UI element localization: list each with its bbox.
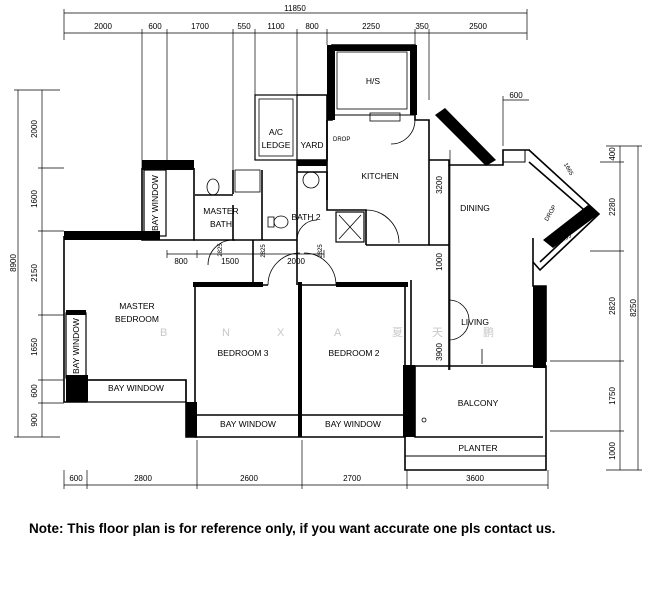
inner-dim-1500: 1500 xyxy=(221,257,239,266)
top-dim-1: 2000 xyxy=(94,22,112,31)
overall-depth-dim: 8900 xyxy=(9,254,18,272)
room-label-bay-window-left: BAY WINDOW xyxy=(71,318,81,374)
dimension-lines xyxy=(14,9,642,489)
inner-dim-2825-a: 2825 xyxy=(218,243,224,257)
toilet-bath-2 xyxy=(273,215,289,229)
room-label-ac-ledge-1: A/C xyxy=(269,127,283,137)
inner-dim-2825-b: 2825 xyxy=(261,244,267,258)
top-dim-4: 550 xyxy=(237,22,251,31)
right-dim-5: 1000 xyxy=(608,442,617,460)
thick-walls xyxy=(64,45,599,437)
wash-basin xyxy=(267,216,275,228)
overall-right-depth-dim: 8250 xyxy=(629,299,638,317)
watermark-char-5: 夏 xyxy=(392,326,403,339)
room-label-dining: DINING xyxy=(460,203,490,213)
bottom-dim-2: 2800 xyxy=(134,474,152,483)
room-label-master-bath-2: BATH xyxy=(210,219,232,229)
inner-dim-3200: 3200 xyxy=(435,176,444,194)
balcony-drain xyxy=(421,417,427,423)
drop-label-dining: DROP xyxy=(544,204,558,222)
right-dim-2: 2280 xyxy=(608,198,617,216)
room-label-bay-window-bottom-left: BAY WINDOW xyxy=(108,383,164,393)
room-label-master-bedroom-2: BEDROOM xyxy=(115,314,159,324)
right-dim-1: 400 xyxy=(608,147,617,161)
room-label-planter: PLANTER xyxy=(458,443,497,453)
top-dim-3: 1700 xyxy=(191,22,209,31)
bottom-dim-5: 3600 xyxy=(466,474,484,483)
inner-dim-600: 600 xyxy=(509,91,523,100)
left-dim-6: 900 xyxy=(30,413,39,427)
room-label-master-bath-1: MASTER xyxy=(203,206,238,216)
room-label-yard: YARD xyxy=(301,140,324,150)
watermark-char-6: 天 xyxy=(432,327,443,339)
watermark-char-7: 鹏 xyxy=(483,326,494,339)
overall-width-dim: 11850 xyxy=(284,4,306,13)
room-label-living: LIVING xyxy=(461,317,489,327)
bottom-dim-1: 600 xyxy=(69,474,83,483)
top-dim-7: 2250 xyxy=(362,22,380,31)
inner-dim-2825-c: 2825 xyxy=(318,244,324,258)
door-swings xyxy=(207,119,470,341)
room-label-balcony: BALCONY xyxy=(458,398,499,408)
toilet-master-bath xyxy=(206,178,220,196)
kitchen-counter-fixture xyxy=(369,112,401,122)
sink-bath-2 xyxy=(302,171,320,189)
right-dim-4: 1750 xyxy=(608,387,617,405)
watermark-char-4: A xyxy=(334,327,342,339)
shower-x-2 xyxy=(338,214,362,240)
top-dim-6: 800 xyxy=(305,22,319,31)
room-label-ac-ledge-2: LEDGE xyxy=(262,140,291,150)
inner-dim-800: 800 xyxy=(174,257,188,266)
room-label-bay-window-mb: BAY WINDOW xyxy=(150,175,160,231)
room-label-kitchen: KITCHEN xyxy=(361,171,398,181)
left-dim-4: 1650 xyxy=(30,338,39,356)
room-label-bedroom-2: BEDROOM 2 xyxy=(328,348,379,358)
disclaimer-note: Note: This floor plan is for reference o… xyxy=(29,521,556,536)
inner-dim-1665: 1665 xyxy=(562,162,574,177)
left-dim-2: 1600 xyxy=(30,190,39,208)
watermark: B N X A 夏 天 鹏 xyxy=(160,326,494,339)
room-label-master-bedroom-1: MASTER xyxy=(119,301,154,311)
top-dim-2: 600 xyxy=(148,22,162,31)
room-label-bath-2: BATH 2 xyxy=(291,212,320,222)
room-label-bay-window-br3: BAY WINDOW xyxy=(220,419,276,429)
left-dim-3: 2150 xyxy=(30,264,39,282)
top-dim-5: 1100 xyxy=(267,22,285,31)
watermark-char-3: X xyxy=(277,327,285,339)
room-label-bedroom-3: BEDROOM 3 xyxy=(217,348,268,358)
bottom-dim-3: 2600 xyxy=(240,474,258,483)
watermark-char-2: N xyxy=(222,327,230,339)
drop-label-yard: DROP xyxy=(333,137,350,143)
right-dim-3: 2820 xyxy=(608,297,617,315)
watermark-char-1: B xyxy=(160,327,167,339)
left-dim-1: 2000 xyxy=(30,120,39,138)
left-dim-5: 600 xyxy=(30,384,39,398)
inner-dim-3900: 3900 xyxy=(435,343,444,361)
inner-dim-1000: 1000 xyxy=(435,253,444,271)
room-labels: H/S A/C LEDGE YARD DROP KITCHEN DINING M… xyxy=(71,76,558,453)
top-dim-9: 2500 xyxy=(469,22,487,31)
room-label-hs: H/S xyxy=(366,76,381,86)
fixtures xyxy=(206,112,483,423)
top-dim-8: 350 xyxy=(415,22,429,31)
bottom-dim-4: 2700 xyxy=(343,474,361,483)
room-label-bay-window-br2: BAY WINDOW xyxy=(325,419,381,429)
